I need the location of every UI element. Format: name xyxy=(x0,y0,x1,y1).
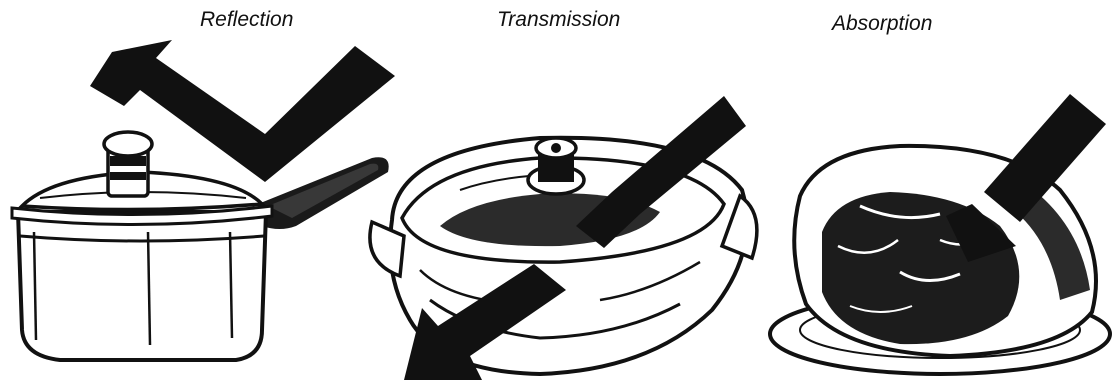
roast-icon xyxy=(770,146,1110,374)
saucepan-icon xyxy=(12,132,389,360)
